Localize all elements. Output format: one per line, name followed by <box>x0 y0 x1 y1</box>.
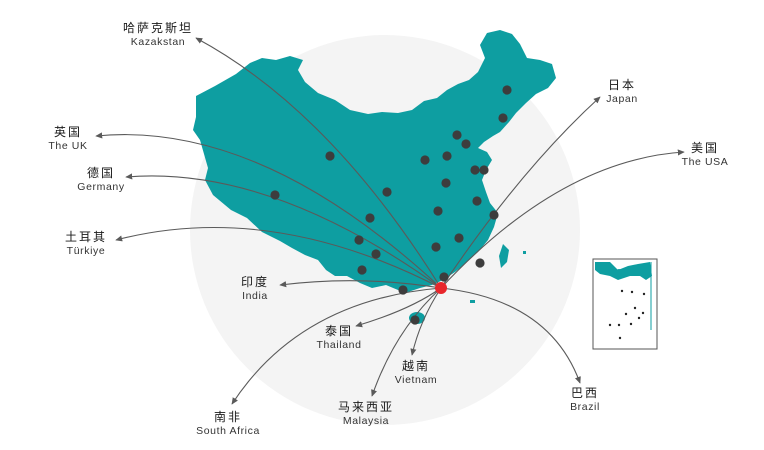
city-dot <box>470 165 480 175</box>
inset-island-dot <box>624 312 628 316</box>
dest-label-uk: 英国 The UK <box>48 125 88 152</box>
inset-coastline <box>595 262 652 280</box>
city-dot <box>441 178 451 188</box>
inset-islands <box>608 289 646 340</box>
city-dot <box>502 85 512 95</box>
small-island <box>523 251 526 254</box>
inset-island-dot <box>633 306 637 310</box>
inset-island-dot <box>641 311 645 315</box>
route-line-usa <box>440 149 685 289</box>
south-china-sea-inset <box>592 258 658 350</box>
route-line-thailand <box>355 287 442 328</box>
city-dot <box>357 265 367 275</box>
dest-label-brazil: 巴西 Brazil <box>570 386 600 413</box>
city-dot <box>439 272 449 282</box>
china-map <box>193 30 556 292</box>
dest-label-vietnam: 越南 Vietnam <box>394 359 438 386</box>
city-dot <box>475 258 485 268</box>
city-dot <box>454 233 464 243</box>
origin-dot <box>435 282 447 294</box>
dest-label-south-africa: 南非 South Africa <box>196 410 260 437</box>
city-dot <box>371 249 381 259</box>
dest-label-thailand: 泰国 Thailand <box>316 324 362 351</box>
dest-label-malaysia: 马来西亚 Malaysia <box>337 400 395 427</box>
inset-island-dot <box>642 292 646 296</box>
inset-island-dot <box>637 316 641 320</box>
city-markers <box>270 85 512 325</box>
city-dot <box>431 242 441 252</box>
city-dot <box>498 113 508 123</box>
dest-label-japan: 日本 Japan <box>606 78 638 105</box>
city-dot <box>398 285 408 295</box>
inset-island-dot <box>608 323 612 327</box>
city-dot <box>461 139 471 149</box>
inset-island <box>616 269 622 275</box>
route-line-india <box>279 280 442 289</box>
dest-label-turkiye: 土耳其 Türkiye <box>64 230 108 257</box>
route-line-japan <box>440 96 601 289</box>
city-dot <box>365 213 375 223</box>
inset-island-dot <box>630 290 634 294</box>
city-dot <box>489 210 499 220</box>
route-line-kazakhstan <box>195 37 442 289</box>
city-dot <box>382 187 392 197</box>
dest-label-germany: 德国 Germany <box>77 166 125 193</box>
inset-island-dot <box>617 323 621 327</box>
route-line-brazil <box>440 287 581 384</box>
dest-label-india: 印度 India <box>240 275 270 302</box>
route-line-vietnam <box>410 287 442 356</box>
city-dot <box>433 206 443 216</box>
city-dot <box>354 235 364 245</box>
city-dot <box>325 151 335 161</box>
inset-island-dot <box>629 322 633 326</box>
taiwan-island <box>499 244 509 268</box>
inset-island-dot <box>618 336 622 340</box>
route-line-uk <box>95 132 442 289</box>
dest-label-kazakhstan: 哈萨克斯坦 Kazakstan <box>122 21 194 48</box>
city-dot <box>479 165 489 175</box>
city-dot <box>420 155 430 165</box>
city-dot <box>442 151 452 161</box>
route-line-malaysia <box>371 287 442 397</box>
city-dot <box>472 196 482 206</box>
city-dot <box>452 130 462 140</box>
inset-island-dot <box>620 289 624 293</box>
route-line-turkiye <box>115 226 442 289</box>
route-lines <box>95 37 685 405</box>
city-dot <box>270 190 280 200</box>
city-dot <box>410 315 420 325</box>
small-island <box>470 300 475 303</box>
dest-label-usa: 美国 The USA <box>681 141 729 168</box>
